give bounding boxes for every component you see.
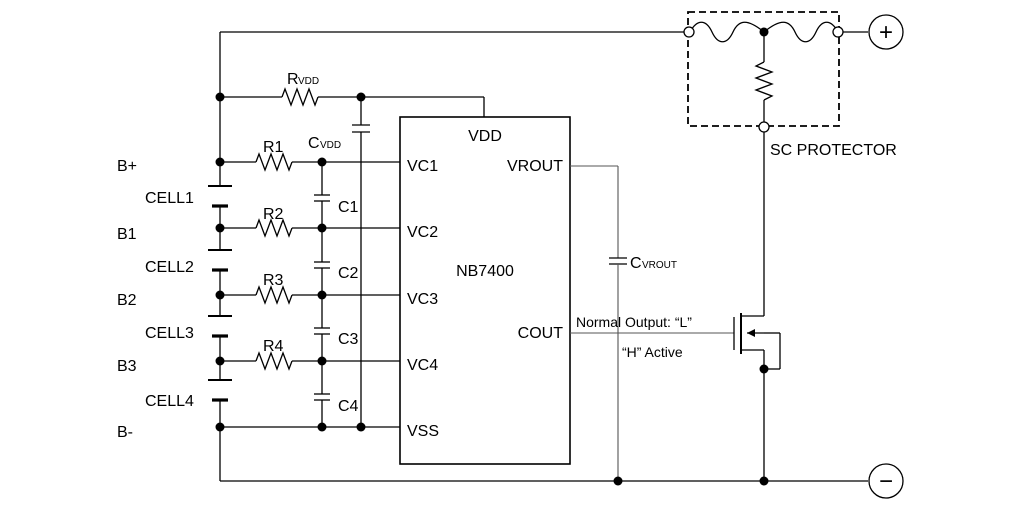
resistor-label-r3: R3	[263, 272, 284, 289]
node-label-b3: B3	[117, 358, 137, 375]
sc-protector-label: SC PROTECTOR	[770, 142, 897, 159]
ic-pin-vc1: VC1	[407, 158, 438, 175]
junction-dots	[215, 27, 769, 486]
top-rail-wires	[219, 31, 868, 97]
sc-protector-component	[687, 11, 840, 127]
minus-terminal-label: −	[879, 468, 893, 495]
ic-pin-vc2: VC2	[407, 224, 438, 241]
ic-pin-cout: COUT	[518, 325, 564, 342]
cvdd-label: C VDD	[308, 135, 341, 152]
c1-capacitor	[314, 162, 330, 228]
cvdd-capacitor	[352, 97, 370, 427]
r2-resistor	[220, 218, 400, 238]
cvrout-label-main: C	[630, 255, 642, 272]
ic-pin-vc4: VC4	[407, 357, 438, 374]
cell1-symbol	[208, 185, 232, 208]
node-label-b-minus: B-	[117, 424, 133, 441]
capacitor-label-c2: C2	[338, 265, 359, 282]
open-terminals	[683, 26, 844, 133]
minus-terminal: −	[868, 463, 904, 499]
node-label-b2: B2	[117, 292, 137, 309]
resistor-label-r1: R1	[263, 139, 284, 156]
cout-note-line2: “H” Active	[622, 344, 683, 360]
rvdd-label-sub: VDD	[298, 76, 319, 87]
cvdd-label-sub: VDD	[320, 140, 341, 151]
cell-label-3: CELL3	[145, 325, 194, 342]
cell-label-2: CELL2	[145, 259, 194, 276]
c4-capacitor	[314, 361, 330, 427]
ic-nb7400-body	[399, 116, 571, 465]
rvdd-label: R VDD	[287, 71, 319, 88]
vrout-wiring	[570, 165, 627, 481]
ic-name: NB7400	[456, 263, 514, 280]
cout-note-line1: Normal Output: “L”	[576, 314, 692, 330]
rvdd-resistor	[220, 87, 485, 117]
c2-capacitor	[314, 228, 330, 295]
r3-resistor	[220, 285, 400, 305]
node-label-b1: B1	[117, 226, 137, 243]
cell3-symbol	[208, 315, 232, 338]
ic-pin-vss: VSS	[407, 423, 439, 440]
plus-terminal: +	[868, 14, 904, 50]
r4-resistor	[220, 351, 400, 371]
cvrout-label-sub: VROUT	[642, 260, 677, 271]
node-label-b-plus: B+	[117, 158, 137, 175]
ic-pin-vc3: VC3	[407, 291, 438, 308]
ic-pin-vrout: VROUT	[507, 158, 563, 175]
cell-label-4: CELL4	[145, 393, 194, 410]
plus-terminal-label: +	[879, 19, 893, 46]
capacitor-label-c3: C3	[338, 331, 359, 348]
rvdd-label-main: R	[287, 71, 299, 88]
cvrout-label: C VROUT	[630, 255, 677, 272]
ic-pin-vdd: VDD	[468, 128, 502, 145]
cell-label-1: CELL1	[145, 190, 194, 207]
cell4-symbol	[208, 379, 232, 402]
cvdd-label-main: C	[308, 135, 320, 152]
resistor-label-r4: R4	[263, 338, 284, 355]
cell2-symbol	[208, 249, 232, 272]
capacitor-label-c4: C4	[338, 398, 359, 415]
resistor-label-r2: R2	[263, 206, 284, 223]
c3-capacitor	[314, 295, 330, 361]
mosfet-symbol	[733, 127, 781, 481]
capacitor-label-c1: C1	[338, 199, 359, 216]
r1-resistor	[220, 152, 400, 172]
